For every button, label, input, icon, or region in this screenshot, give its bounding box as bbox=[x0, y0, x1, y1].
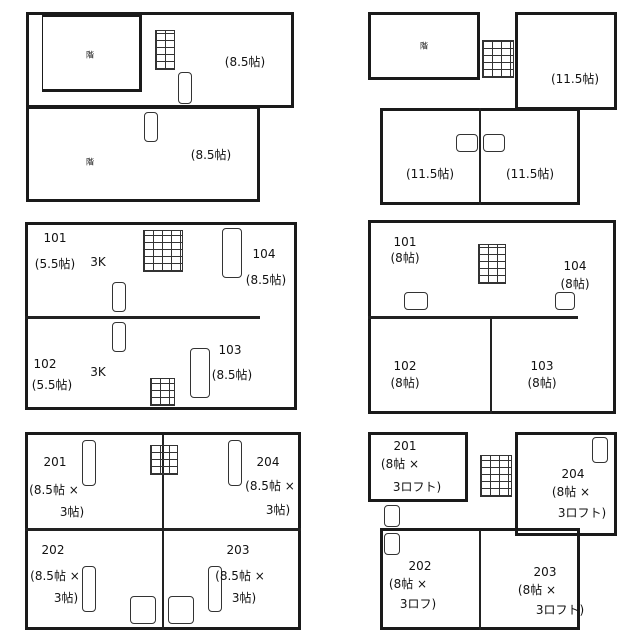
room-size: (11.5帖) bbox=[550, 72, 600, 86]
staircase bbox=[150, 378, 175, 406]
staircase bbox=[143, 230, 183, 272]
unit-number: 202 bbox=[41, 543, 65, 557]
bathtub bbox=[404, 292, 428, 310]
loft-size: 3帖) bbox=[265, 503, 291, 517]
loft-size: 3ロフト) bbox=[557, 506, 607, 520]
kitchen bbox=[82, 440, 96, 486]
loft-size: 3ロフ) bbox=[399, 597, 437, 611]
room-size: (11.5帖) bbox=[505, 167, 555, 181]
party-wall bbox=[25, 316, 260, 319]
staircase bbox=[478, 244, 506, 284]
bathtub bbox=[112, 322, 126, 352]
staircase bbox=[150, 445, 178, 475]
kitchen bbox=[190, 348, 210, 398]
bathtub bbox=[168, 596, 194, 624]
room-size: (8帖 × bbox=[551, 485, 591, 499]
room-size: (11.5帖) bbox=[405, 167, 455, 181]
party-wall bbox=[368, 316, 578, 319]
room-size: (8帖 × bbox=[517, 583, 557, 597]
bathtub bbox=[592, 437, 608, 463]
room-size: (8.5帖 × bbox=[30, 569, 80, 583]
loft-size: 3帖) bbox=[231, 591, 257, 605]
unit-number: 101 bbox=[43, 231, 67, 245]
loft-size: 3ロフト) bbox=[392, 480, 442, 494]
room-size: (8帖) bbox=[390, 376, 420, 390]
room-size: (8.5帖) bbox=[211, 368, 253, 382]
unit-number: 204 bbox=[256, 455, 280, 469]
unit-number: 101 bbox=[393, 235, 417, 249]
lower-unit-outline bbox=[26, 106, 260, 202]
unit-201-outline bbox=[368, 432, 468, 502]
room-size: (5.5帖) bbox=[34, 257, 76, 271]
unit-number: 104 bbox=[252, 247, 276, 261]
bathtub bbox=[384, 533, 400, 555]
block-label: 階 bbox=[86, 157, 94, 167]
room-size: (8帖) bbox=[560, 277, 590, 291]
loft-size: 3帖) bbox=[53, 591, 79, 605]
kitchen bbox=[82, 566, 96, 612]
room-size: (8.5帖) bbox=[224, 55, 266, 69]
room-size: (5.5帖) bbox=[31, 378, 73, 392]
room-size: (8.5帖 × bbox=[245, 479, 295, 493]
party-wall bbox=[479, 530, 481, 630]
room-size: (8帖) bbox=[527, 376, 557, 390]
neighbor-block bbox=[42, 14, 142, 92]
room-size: (8.5帖 × bbox=[215, 569, 265, 583]
kitchen bbox=[228, 440, 242, 486]
unit-number: 102 bbox=[393, 359, 417, 373]
kitchen bbox=[222, 228, 242, 278]
bathtub bbox=[130, 596, 156, 624]
staircase bbox=[155, 30, 175, 70]
block-label: 階 bbox=[420, 41, 428, 51]
kitchen bbox=[208, 566, 222, 612]
bathtub bbox=[112, 282, 126, 312]
bathtub bbox=[178, 72, 192, 104]
loft-size: 3帖) bbox=[59, 505, 85, 519]
staircase bbox=[480, 455, 512, 497]
room-size: (8帖 × bbox=[380, 457, 420, 471]
bathtub bbox=[456, 134, 478, 152]
room-size: (8.5帖 × bbox=[29, 483, 79, 497]
bathtub bbox=[483, 134, 505, 152]
unit-number: 104 bbox=[563, 259, 587, 273]
unit-number: 203 bbox=[533, 565, 557, 579]
room-size: (8帖 × bbox=[388, 577, 428, 591]
unit-number: 102 bbox=[33, 357, 57, 371]
party-wall bbox=[490, 319, 492, 414]
room-size: (8.5帖) bbox=[245, 273, 287, 287]
layout-type: 3K bbox=[90, 255, 106, 269]
unit-number: 203 bbox=[226, 543, 250, 557]
unit-number: 201 bbox=[43, 455, 67, 469]
unit-204-outline bbox=[515, 432, 617, 536]
party-wall bbox=[479, 108, 481, 205]
layout-type: 3K bbox=[90, 365, 106, 379]
unit-number: 204 bbox=[561, 467, 585, 481]
room-size: (8.5帖) bbox=[190, 148, 232, 162]
room-size: (8帖) bbox=[390, 251, 420, 265]
staircase bbox=[482, 40, 514, 78]
unit-number: 201 bbox=[393, 439, 417, 453]
loft-size: 3ロフト) bbox=[535, 603, 585, 617]
unit-number: 202 bbox=[408, 559, 432, 573]
bathtub bbox=[144, 112, 158, 142]
unit-outline bbox=[515, 12, 617, 110]
block-label: 階 bbox=[86, 50, 94, 60]
bathtub bbox=[555, 292, 575, 310]
party-wall bbox=[162, 435, 164, 630]
bathtub bbox=[384, 505, 400, 527]
unit-number: 103 bbox=[530, 359, 554, 373]
unit-number: 103 bbox=[218, 343, 242, 357]
neighbor-block bbox=[368, 12, 480, 80]
